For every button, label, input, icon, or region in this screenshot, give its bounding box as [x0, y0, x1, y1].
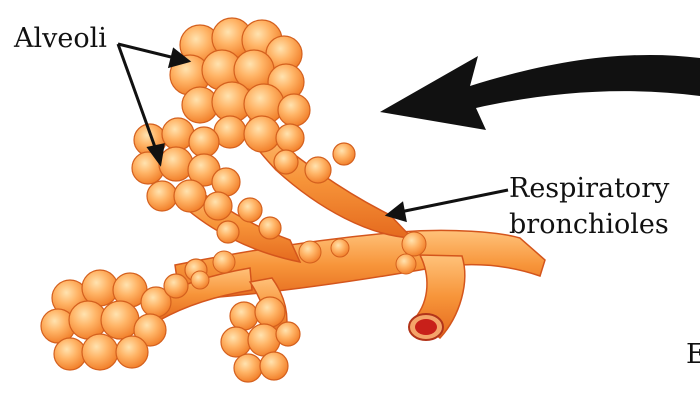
- tube-bulbs: [190, 231, 427, 290]
- alveolar-sac-middle: [131, 117, 282, 244]
- respiratory-label-line1: Respiratory: [509, 173, 670, 204]
- cut-off-letter: E: [686, 339, 700, 370]
- alveolar-sac-bottom-left: [40, 258, 208, 371]
- vessel-lumen: [415, 319, 437, 335]
- bronchiole-pointer: [384, 188, 509, 223]
- alveoli-label: Alveoli: [14, 23, 107, 54]
- alveolar-sac-top: [169, 17, 356, 184]
- alveolar-sac-bottom-center: [220, 296, 301, 383]
- big-curved-arrow: [380, 54, 700, 130]
- alveoli-pointers: [116, 42, 192, 167]
- respiratory-label-line2: bronchioles: [509, 209, 669, 240]
